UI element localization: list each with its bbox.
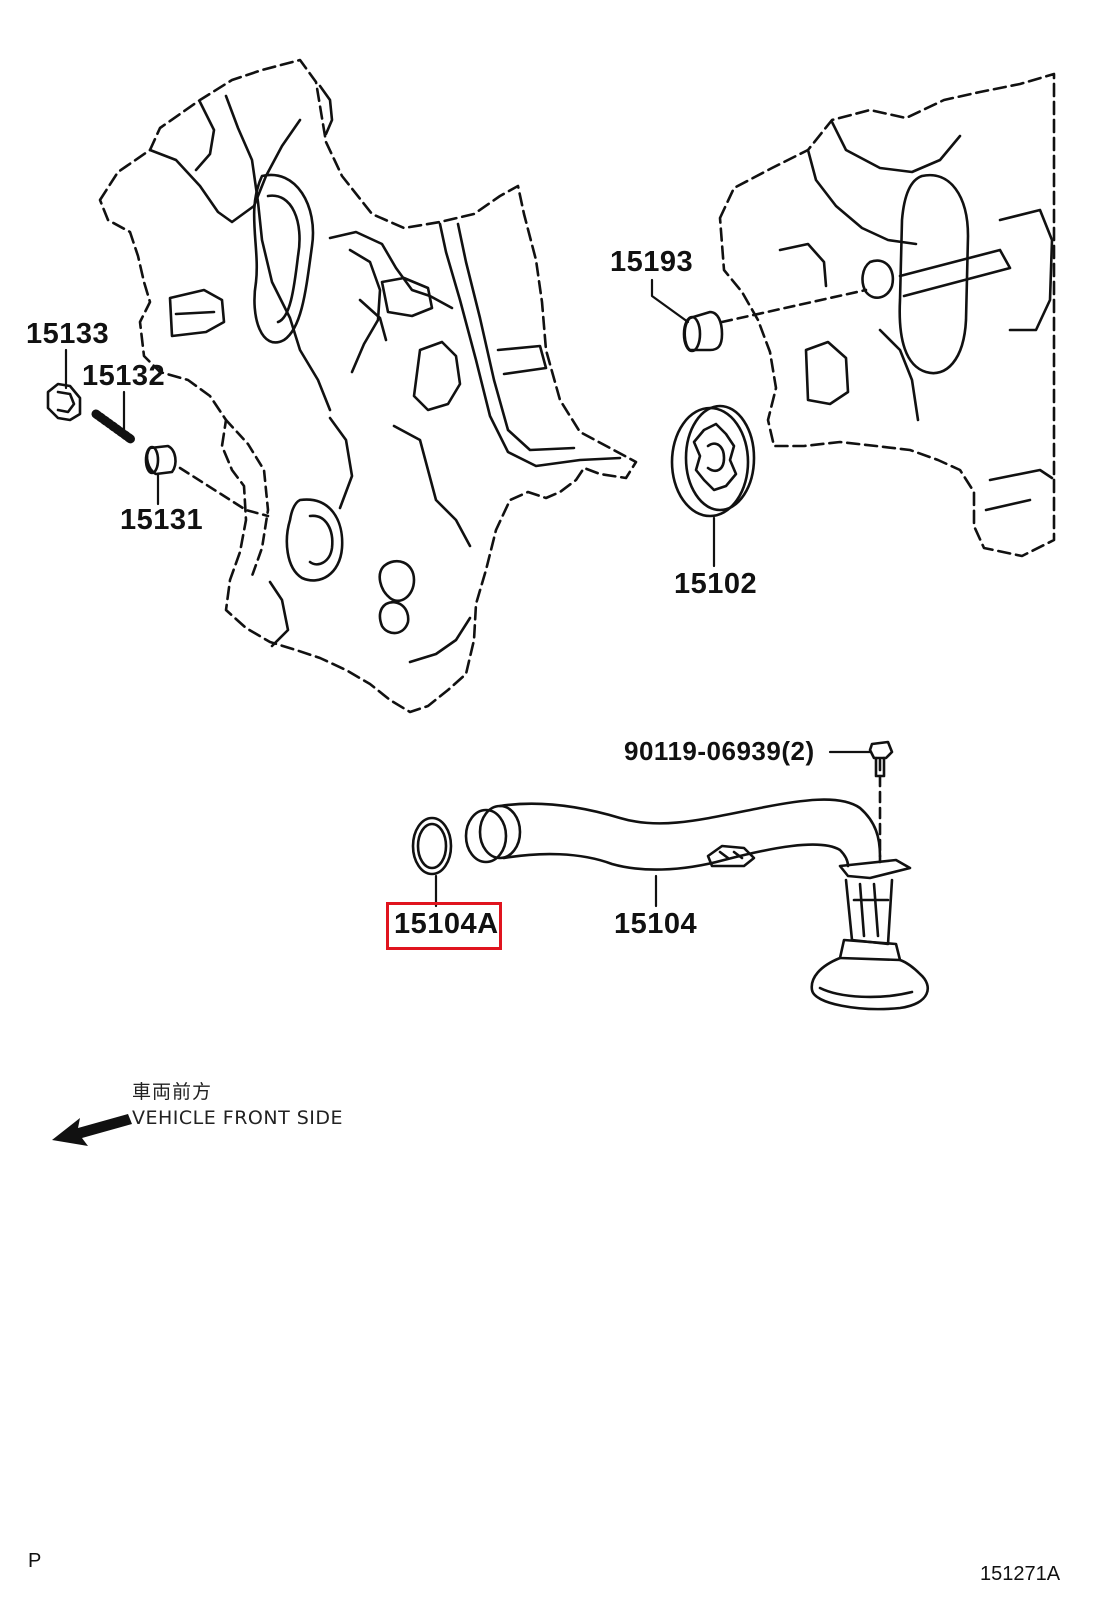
gasket-15104A-drawing [411,816,453,876]
relief-valve-parts-drawing [46,382,270,518]
callout-15193[interactable]: 15193 [610,246,694,278]
callout-15104[interactable]: 15104 [614,908,698,940]
highlight-box [386,902,502,950]
leader-lines [64,278,872,908]
vehicle-front-japanese: 車両前方 [132,1081,213,1103]
callout-15102[interactable]: 15102 [674,568,758,600]
timing-cover-drawing [98,58,638,714]
figure-code: 151271A [980,1563,1061,1585]
engine-block-drawing [718,72,1056,558]
vehicle-front-legend: 車両前方 VEHICLE FRONT SIDE [132,1080,343,1131]
strainer-15104-drawing [464,758,929,1011]
callout-15132[interactable]: 15132 [82,360,166,392]
bolt-90119-drawing [868,740,894,778]
arrow-left-icon [52,1114,132,1146]
leader-15193 [650,278,690,324]
callout-15133[interactable]: 15133 [26,318,110,350]
rotor-15102-drawing [670,404,756,518]
vehicle-front-english: VEHICLE FRONT SIDE [132,1106,344,1129]
callout-90119-06939[interactable]: 90119-06939(2) [624,736,815,766]
page-mark: P [28,1550,42,1572]
bushing-15193-drawing [682,288,868,353]
callout-15104A[interactable]: 15104A [394,908,499,940]
callout-15131[interactable]: 15131 [120,504,204,536]
